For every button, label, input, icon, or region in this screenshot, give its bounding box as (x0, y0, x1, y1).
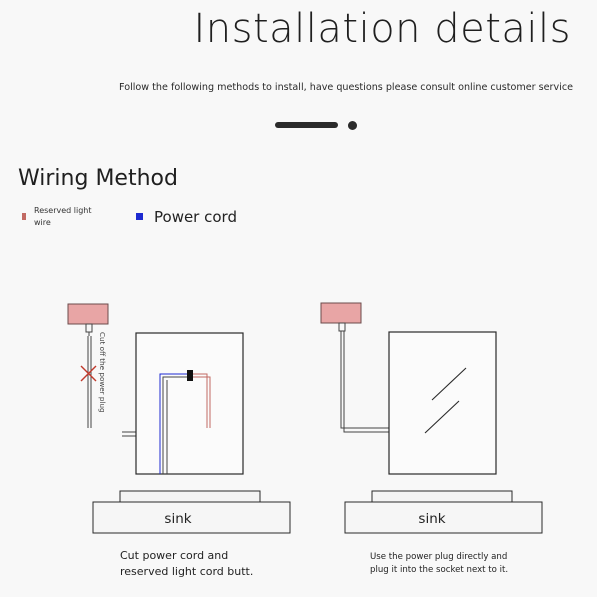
left-inner-power-cord (159, 373, 188, 474)
right-sink-top (371, 490, 513, 504)
left-inner-light-wire (193, 373, 208, 428)
right-caption-line1: Use the power plug directly and (370, 552, 508, 562)
right-caption-line2: plug it into the socket next to it. (370, 565, 509, 575)
reserved-wire-legend-label: Reserved light wire (34, 206, 92, 227)
left-inner-light-wire-2 (193, 376, 211, 428)
cut-annotation: Cut off the power plug (98, 332, 107, 413)
left-diagram: Cut off the power plug sink (67, 303, 291, 534)
left-caption: Cut power cord and reserved light cord b… (120, 548, 300, 580)
right-caption: Use the power plug directly and plug it … (370, 551, 550, 577)
right-plug (338, 322, 346, 332)
right-diagram: sink (320, 302, 543, 534)
page-title: Installation details (193, 6, 571, 52)
power-cord-legend-label: Power cord (154, 208, 237, 226)
reserved-wire-swatch (22, 213, 26, 220)
mirror-reflection-a (431, 367, 467, 401)
right-power-cord (340, 331, 389, 429)
cut-mark-b (80, 365, 97, 382)
right-outlet (320, 302, 362, 324)
left-sink-label: sink (164, 511, 191, 527)
right-power-cord-2 (343, 331, 389, 433)
left-sink-top (119, 490, 261, 504)
divider-dash (275, 122, 338, 128)
left-caption-line1: Cut power cord and (120, 549, 229, 562)
left-caption-line2: reserved light cord butt. (120, 565, 254, 578)
left-sink-base (92, 501, 291, 534)
mirror-reflection-b (424, 400, 460, 434)
left-mirror (135, 332, 244, 475)
left-inner-power-cord-2 (162, 376, 188, 474)
page-subtitle: Follow the following methods to install,… (119, 82, 573, 93)
left-outlet (67, 303, 109, 325)
left-plug (85, 323, 93, 333)
right-mirror (388, 331, 497, 475)
section-title: Wiring Method (18, 166, 178, 191)
left-connector (187, 370, 193, 381)
right-sink-label: sink (418, 511, 445, 527)
divider-dot (348, 121, 357, 130)
right-sink-base (344, 501, 543, 534)
power-cord-swatch (136, 213, 143, 220)
